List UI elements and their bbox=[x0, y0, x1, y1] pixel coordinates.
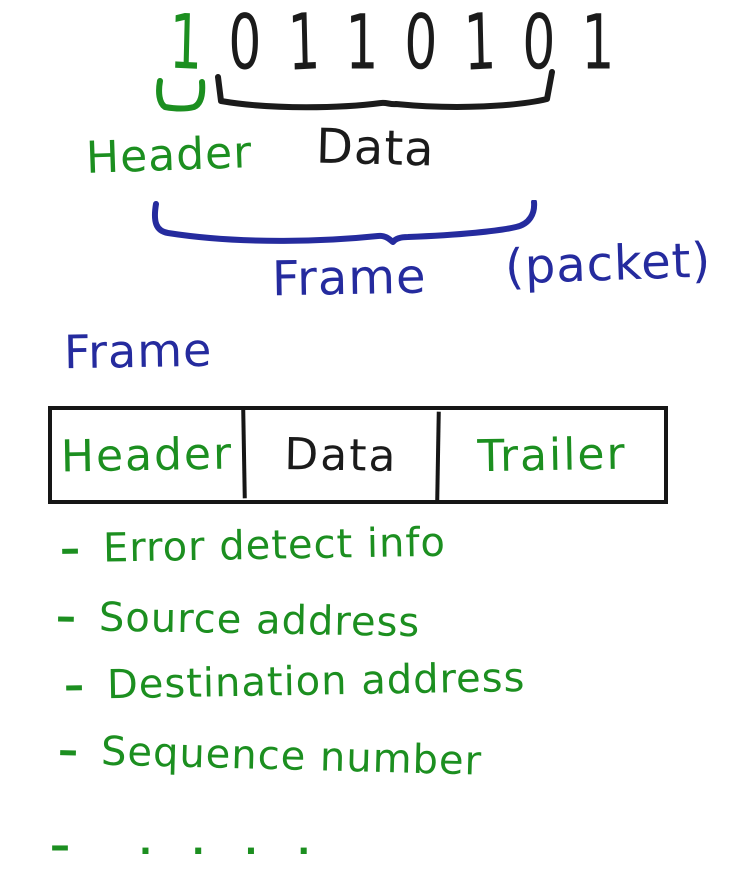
bit-sequence: 1 0 1 1 0 1 0 1 bbox=[163, 0, 621, 88]
data-bit: 1 bbox=[345, 0, 379, 87]
frame-cell-trailer: Trailer bbox=[476, 428, 627, 482]
header-label: Header bbox=[85, 127, 254, 184]
bullet-dash: – bbox=[59, 526, 82, 573]
bullet-dash: – bbox=[55, 593, 78, 641]
frame-cell-header: Header bbox=[51, 408, 247, 502]
note-etcetera: – . . . . bbox=[50, 826, 324, 866]
frame-table-title: Frame bbox=[63, 322, 213, 380]
data-bit: 1 bbox=[581, 0, 615, 87]
frame-structure-table: Header Data Trailer bbox=[48, 406, 668, 504]
bullet-dash: – bbox=[57, 727, 80, 774]
bullet-dash: – bbox=[50, 823, 71, 869]
note-source-address: – Source address bbox=[55, 593, 421, 647]
header-underbrace-icon bbox=[156, 78, 206, 112]
note-sequence-number: – Sequence number bbox=[57, 727, 483, 785]
frame-label: Frame bbox=[271, 248, 428, 308]
bullet-dash: – bbox=[63, 662, 86, 710]
data-bit: 0 bbox=[228, 0, 262, 87]
note-text: Sequence number bbox=[100, 728, 483, 785]
packet-label: (packet) bbox=[504, 232, 713, 296]
frame-underbrace-icon bbox=[151, 200, 538, 245]
data-label: Data bbox=[315, 118, 436, 178]
frame-cell-data: Data bbox=[245, 408, 441, 502]
note-text: Source address bbox=[98, 594, 421, 647]
data-underbrace-icon bbox=[215, 69, 555, 111]
note-text: Error detect info bbox=[102, 519, 447, 572]
ellipsis-dots: . . . . bbox=[139, 823, 325, 863]
note-destination-address: – Destination address bbox=[63, 654, 526, 710]
note-error-detect: – Error detect info bbox=[59, 519, 447, 573]
header-bit: 1 bbox=[168, 0, 204, 87]
note-text: Destination address bbox=[106, 654, 526, 709]
